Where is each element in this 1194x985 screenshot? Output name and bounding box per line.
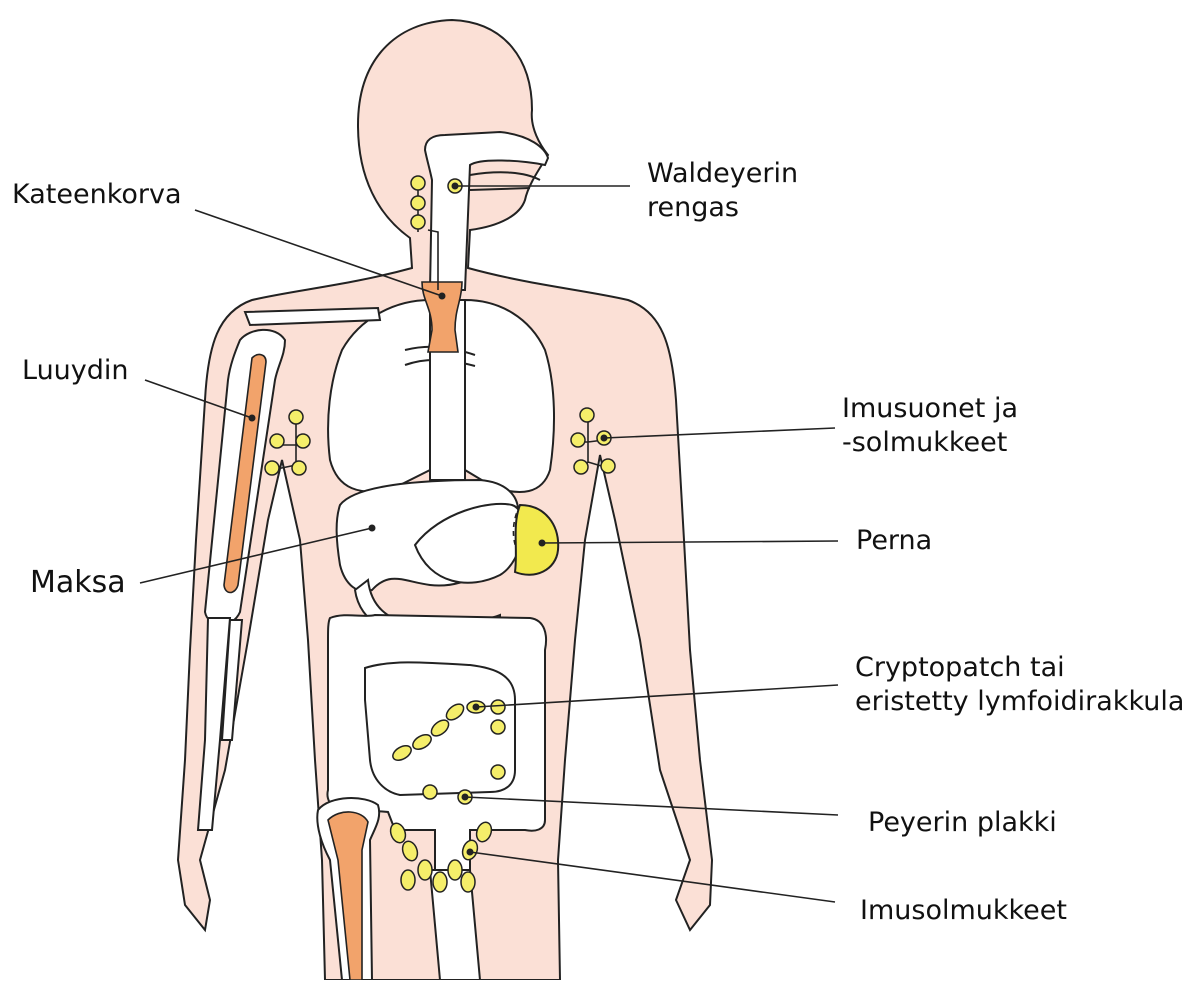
lymph-node <box>292 461 306 475</box>
label-waldeyerin-rengas: Waldeyerin rengas <box>647 157 798 225</box>
lymph-node <box>601 459 615 473</box>
lymph-node <box>270 434 284 448</box>
leader-peyer-dot <box>462 794 469 801</box>
label-waldeyer-line1: Waldeyerin <box>647 157 798 191</box>
lymph-node <box>289 410 303 424</box>
leader-imusuonet-dot <box>601 435 608 442</box>
label-kateenkorva: Kateenkorva <box>12 178 182 212</box>
lymph-node <box>491 765 505 779</box>
label-imusuonet-line2: -solmukkeet <box>842 426 1018 460</box>
label-maksa: Maksa <box>30 566 126 600</box>
leader-perna-dot <box>539 540 546 547</box>
label-peyerin-plakki: Peyerin plakki <box>868 806 1057 840</box>
leader-kateenkorva-dot <box>439 293 446 300</box>
lymph-node <box>411 196 425 210</box>
label-imusuonet: Imusuonet ja -solmukkeet <box>842 392 1018 460</box>
lymph-node <box>401 870 415 890</box>
label-cryptopatch-line2: eristetty lymfoidirakkula <box>855 685 1184 719</box>
lymph-node <box>580 408 594 422</box>
label-cryptopatch: Cryptopatch tai eristetty lymfoidirakkul… <box>855 651 1184 719</box>
lymph-node <box>433 872 447 892</box>
label-waldeyer-line2: rengas <box>647 191 798 225</box>
lymph-node <box>423 785 437 799</box>
lymph-node <box>296 434 310 448</box>
leader-waldeyer-dot <box>452 183 459 190</box>
label-perna: Perna <box>856 524 932 558</box>
label-imusolmukkeet: Imusolmukkeet <box>860 894 1067 928</box>
leader-imusolmukkeet-dot <box>467 849 474 856</box>
lymph-node <box>411 176 425 190</box>
leader-maksa-dot <box>369 525 376 532</box>
lymph-node <box>574 460 588 474</box>
lymph-node <box>448 860 462 880</box>
lymph-node <box>491 700 505 714</box>
label-luuydin: Luuydin <box>22 354 129 388</box>
lymph-node <box>418 860 432 880</box>
leader-perna <box>542 541 838 543</box>
label-cryptopatch-line1: Cryptopatch tai <box>855 651 1184 685</box>
lymph-node <box>411 215 425 229</box>
lymph-node <box>461 872 475 892</box>
lymph-node <box>571 433 585 447</box>
leader-luuydin-dot <box>249 415 256 422</box>
lymph-node <box>265 461 279 475</box>
label-imusuonet-line1: Imusuonet ja <box>842 392 1018 426</box>
lymph-node <box>491 720 505 734</box>
leader-cryptopatch-dot <box>473 704 480 711</box>
